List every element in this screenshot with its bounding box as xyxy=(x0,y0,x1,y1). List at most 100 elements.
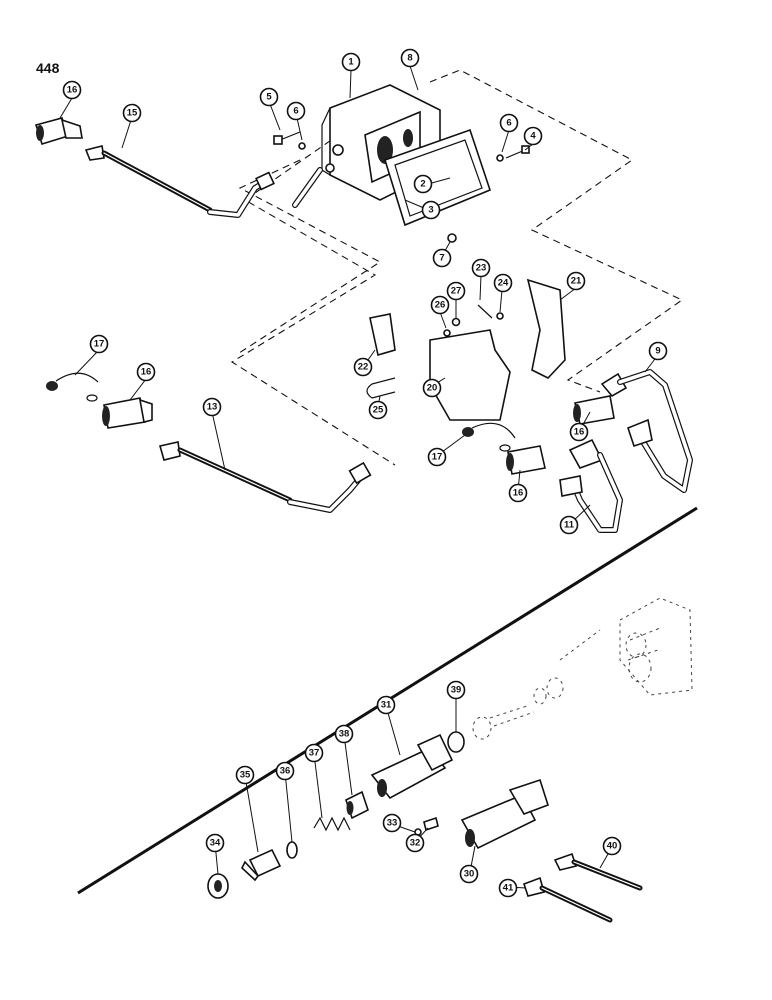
callout-39: 39 xyxy=(446,680,466,700)
callout-label: 40 xyxy=(607,841,618,852)
callout-38: 38 xyxy=(334,724,354,744)
valve-block-dashed-outline xyxy=(619,597,693,696)
callout-label: 16 xyxy=(141,367,152,378)
callout-31: 31 xyxy=(376,695,396,715)
callout-label: 23 xyxy=(476,263,487,274)
callout-label: 16 xyxy=(67,85,78,96)
callout-40: 40 xyxy=(602,836,622,856)
callout-label: 16 xyxy=(574,427,585,438)
hose-13-drawing xyxy=(158,441,372,513)
callout-17-left: 17 xyxy=(89,334,109,354)
callout-9: 9 xyxy=(648,341,668,361)
coupler-16-left-drawing xyxy=(102,397,153,429)
hose-11-drawing xyxy=(559,438,623,533)
callout-label: 38 xyxy=(339,729,350,740)
plug-7-drawing xyxy=(447,233,457,243)
callout-27: 27 xyxy=(446,281,466,301)
callout-label: 33 xyxy=(387,818,398,829)
callout-label: 13 xyxy=(207,402,218,413)
callout-label: 1 xyxy=(348,57,354,68)
dust-cap-17-left-drawing xyxy=(46,372,99,402)
relief-body-31-drawing xyxy=(370,733,454,800)
callout-26: 26 xyxy=(430,295,450,315)
callout-label: 27 xyxy=(451,286,462,297)
screw-5-drawing xyxy=(273,131,301,145)
bracket-21-drawing xyxy=(526,278,566,379)
hose-40-drawing xyxy=(553,852,643,891)
callout-8: 8 xyxy=(400,48,420,68)
callout-1: 1 xyxy=(341,52,361,72)
callout-35: 35 xyxy=(235,765,255,785)
callout-20: 20 xyxy=(422,378,442,398)
callout-label: 8 xyxy=(407,53,412,64)
callout-3: 3 xyxy=(421,200,441,220)
callout-2: 2 xyxy=(413,174,433,194)
callout-label: 32 xyxy=(410,838,421,849)
callout-label: 16 xyxy=(513,488,524,499)
callout-22: 22 xyxy=(353,357,373,377)
body-30-drawing xyxy=(460,778,549,850)
callout-36: 36 xyxy=(275,761,295,781)
callout-label: 22 xyxy=(358,362,369,373)
spring-stack-drawing xyxy=(489,629,601,727)
screw-32-drawing xyxy=(423,816,439,832)
callout-label: 17 xyxy=(432,452,443,463)
seat-38-drawing xyxy=(345,790,369,820)
callout-7: 7 xyxy=(432,248,452,268)
bracket-22-drawing xyxy=(369,313,396,357)
callout-6-left: 6 xyxy=(286,101,306,121)
gasket-drawing xyxy=(384,128,491,227)
callout-label: 41 xyxy=(503,883,514,894)
callout-30: 30 xyxy=(459,864,479,884)
callout-label: 4 xyxy=(530,131,536,142)
callout-label: 26 xyxy=(435,300,446,311)
callout-label: 36 xyxy=(280,766,291,777)
callout-41: 41 xyxy=(498,878,518,898)
callout-label: 24 xyxy=(498,278,509,289)
hose-15-drawing xyxy=(84,145,275,218)
page-number: 448 xyxy=(36,60,60,76)
callout-5: 5 xyxy=(259,87,279,107)
callout-label: 11 xyxy=(564,520,575,531)
callout-label: 2 xyxy=(420,179,425,190)
spring-37-drawing xyxy=(313,816,351,832)
bolt-23-drawing xyxy=(477,304,493,319)
retainer-25-drawing xyxy=(366,377,396,399)
callout-17-right: 17 xyxy=(427,447,447,467)
washer-6-right-drawing xyxy=(496,154,504,162)
callout-4: 4 xyxy=(523,126,543,146)
callout-label: 15 xyxy=(127,108,138,119)
callout-label: 30 xyxy=(464,869,475,880)
callout-34: 34 xyxy=(205,833,225,853)
callout-37: 37 xyxy=(304,743,324,763)
callout-11: 11 xyxy=(559,515,579,535)
callout-21: 21 xyxy=(566,271,586,291)
callout-label: 21 xyxy=(571,276,582,287)
hose-9-drawing xyxy=(600,369,693,493)
callout-16-right: 16 xyxy=(569,422,589,442)
o-ring-39-drawing xyxy=(447,731,465,753)
callout-label: 17 xyxy=(94,339,105,350)
callout-label: 7 xyxy=(439,253,444,264)
callout-13: 13 xyxy=(202,397,222,417)
washer-24-drawing xyxy=(496,312,504,320)
o-ring-36-drawing xyxy=(286,841,298,859)
callout-16-top-left: 16 xyxy=(62,80,82,100)
dust-cap-17-right-drawing xyxy=(462,422,516,452)
callout-label: 9 xyxy=(655,346,660,357)
callout-23: 23 xyxy=(471,258,491,278)
bracket-20-drawing xyxy=(429,329,511,421)
screw-4-drawing xyxy=(505,145,530,159)
callout-label: 3 xyxy=(428,205,433,216)
coupler-16-top-drawing xyxy=(34,117,83,145)
callout-label: 35 xyxy=(240,770,251,781)
coupler-16-lower-right-drawing xyxy=(506,445,546,475)
nut-27-drawing xyxy=(451,317,461,327)
callout-25: 25 xyxy=(368,400,388,420)
callout-16-lower-right: 16 xyxy=(508,483,528,503)
callout-32: 32 xyxy=(405,833,425,853)
plug-35-drawing xyxy=(241,848,282,882)
callout-16-left: 16 xyxy=(136,362,156,382)
washer-26-drawing xyxy=(443,329,451,337)
